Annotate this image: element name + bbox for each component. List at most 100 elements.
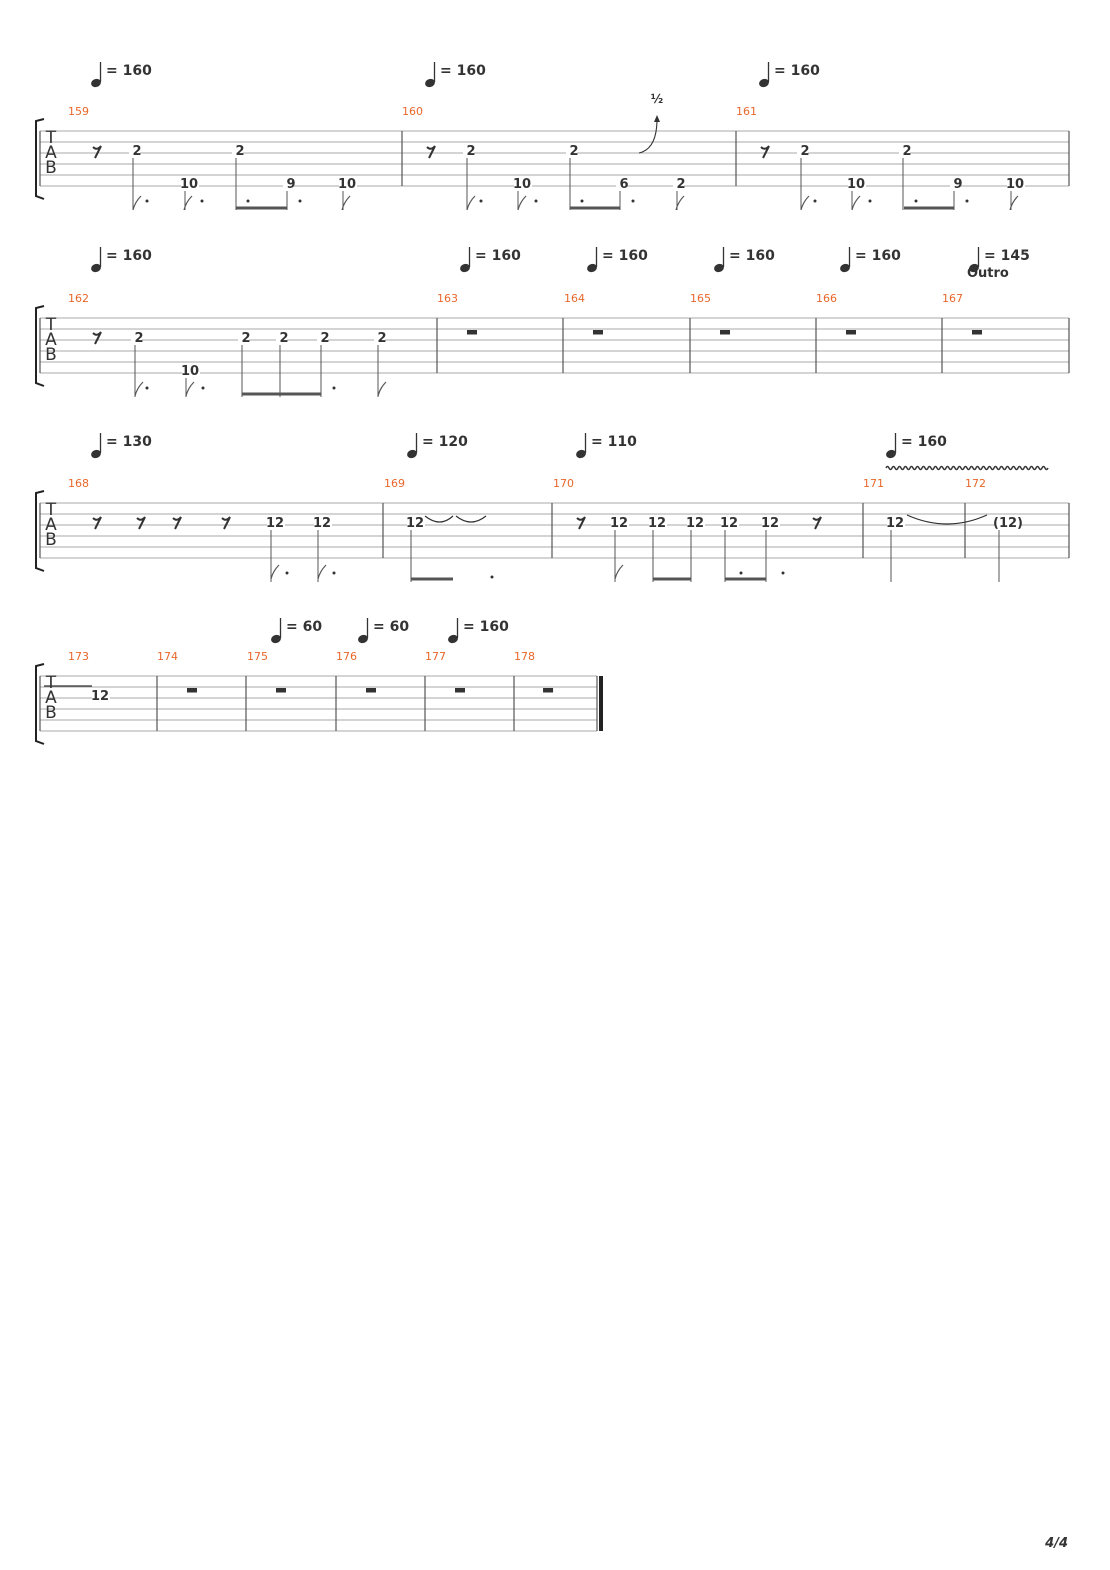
fret-number: 2 [279, 331, 288, 346]
measure-number: 172 [965, 477, 986, 490]
fret-number: 10 [847, 177, 865, 192]
measure-number: 159 [68, 105, 89, 118]
tab-clef-letter: T [45, 315, 57, 335]
fret-bg [848, 176, 866, 190]
tie-arc [424, 515, 487, 523]
note-flag [466, 195, 476, 211]
eighth-rest-icon [576, 516, 586, 530]
fret-bg [721, 515, 739, 529]
fret-number: 10 [338, 177, 356, 192]
note-flag [517, 195, 527, 211]
note-flag [132, 195, 142, 211]
fret-number: 2 [134, 331, 143, 346]
quarter-note-icon [448, 634, 458, 644]
fret-bg [276, 330, 287, 344]
tab-clef-letter: B [45, 158, 57, 178]
quarter-note-icon [91, 78, 101, 88]
whole-rest-icon [455, 688, 465, 693]
tempo-marking: = 130 [106, 434, 152, 450]
fret-bg [181, 176, 199, 190]
augmentation-dot [813, 199, 817, 203]
measure-number: 160 [402, 105, 423, 118]
augmentation-dot [298, 199, 302, 203]
measure-number: 176 [336, 650, 357, 663]
quarter-note-icon [271, 634, 281, 644]
quarter-note-icon [407, 449, 417, 459]
fret-bg [950, 176, 961, 190]
fret-number: 2 [466, 144, 475, 159]
fret-bg [887, 515, 905, 529]
quarter-note-icon [576, 449, 586, 459]
note-flag [317, 564, 327, 580]
fret-number: (12) [993, 516, 1023, 531]
augmentation-dot [965, 199, 969, 203]
fret-bg [797, 143, 808, 157]
eighth-rest-icon [136, 516, 146, 530]
augmentation-dot [534, 199, 538, 203]
fret-bg [267, 515, 285, 529]
note-flag [800, 195, 810, 211]
bend-curve [638, 118, 658, 154]
fret-number: 12 [266, 516, 284, 531]
measure-number: 175 [247, 650, 268, 663]
measure-number: 171 [863, 477, 884, 490]
fret-bg [232, 143, 243, 157]
fret-number: 12 [761, 516, 779, 531]
augmentation-dot [285, 571, 289, 575]
note-flag [614, 564, 624, 580]
measure-number: 165 [690, 292, 711, 305]
note-flag [851, 195, 861, 211]
tab-clef-letter: B [45, 345, 57, 365]
quarter-note-icon [714, 263, 724, 273]
section-label: Outro [967, 266, 1009, 281]
fret-bg [687, 515, 705, 529]
fret-bg [463, 143, 474, 157]
fret-number: 10 [180, 177, 198, 192]
tab-clef-letter: T [45, 673, 57, 693]
augmentation-dot [781, 571, 785, 575]
tempo-marking: = 160 [440, 63, 486, 79]
note-flag [134, 381, 144, 397]
tab-clef-letter: A [45, 330, 57, 350]
augmentation-dot [332, 571, 336, 575]
tempo-marking: = 160 [463, 619, 509, 635]
note-flag [270, 564, 280, 580]
measure-number: 167 [942, 292, 963, 305]
fret-bg [514, 176, 532, 190]
fret-number: 10 [513, 177, 531, 192]
tempo-marking: = 160 [729, 248, 775, 264]
measure-number: 164 [564, 292, 585, 305]
augmentation-dot [739, 571, 743, 575]
whole-rest-icon [720, 330, 730, 335]
fret-bg [283, 176, 294, 190]
fret-bg [407, 515, 425, 529]
fret-bg [995, 515, 1021, 529]
note-flag [675, 195, 685, 211]
whole-rest-icon [972, 330, 982, 335]
fret-number: 12 [91, 689, 109, 704]
fret-number: 2 [377, 331, 386, 346]
quarter-note-icon [587, 263, 597, 273]
fret-bg [762, 515, 780, 529]
tempo-marking: = 120 [422, 434, 468, 450]
quarter-note-icon [460, 263, 470, 273]
measure-number: 163 [437, 292, 458, 305]
whole-rest-icon [593, 330, 603, 335]
fret-number: 12 [648, 516, 666, 531]
fret-number: 2 [320, 331, 329, 346]
eighth-rest-icon [92, 145, 102, 159]
measure-number: 170 [553, 477, 574, 490]
eighth-rest-icon [92, 331, 102, 345]
tab-clef-letter: T [45, 128, 57, 148]
measure-number: 173 [68, 650, 89, 663]
eighth-rest-icon [812, 516, 822, 530]
page-number: 4/4 [1045, 1536, 1068, 1551]
note-flag [377, 381, 387, 397]
quarter-note-icon [425, 78, 435, 88]
augmentation-dot [246, 199, 250, 203]
tempo-marking: = 145 [984, 248, 1030, 264]
system-bracket [35, 490, 45, 572]
measure-number: 168 [68, 477, 89, 490]
quarter-note-icon [358, 634, 368, 644]
whole-rest-icon [846, 330, 856, 335]
